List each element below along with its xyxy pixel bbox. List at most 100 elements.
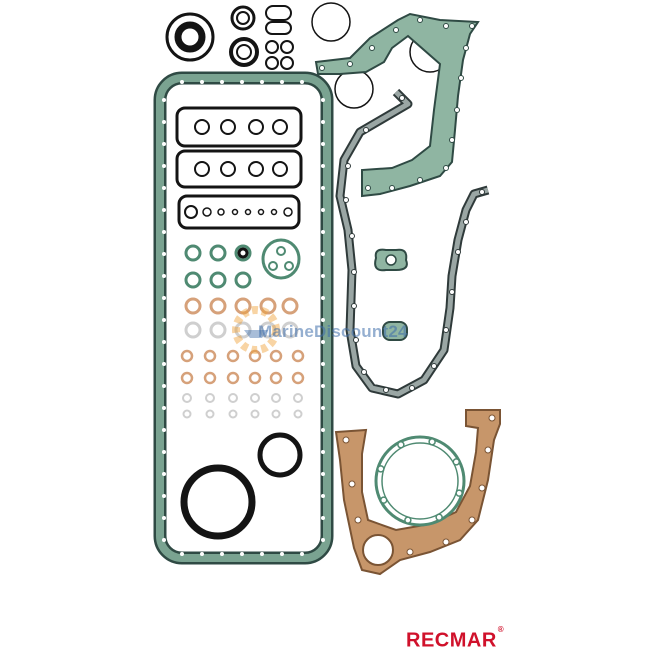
- green-oring: [234, 244, 252, 262]
- oval-flange-gasket: [261, 238, 301, 280]
- bolt-hole: [321, 274, 325, 278]
- bolt-hole: [393, 27, 399, 33]
- oring-large-top: [311, 2, 351, 42]
- bolt-hole: [200, 80, 204, 84]
- brand-logo: RECMAR®: [406, 625, 505, 652]
- copper-washer: [291, 371, 305, 385]
- bolt-hole: [452, 458, 461, 466]
- bolt-hole: [351, 269, 357, 275]
- bolt-hole: [369, 45, 375, 51]
- bolt-hole: [180, 552, 184, 556]
- bolt-hole: [162, 296, 166, 300]
- copper-washer: [248, 371, 262, 385]
- bolt-hole: [463, 219, 469, 225]
- rear-cover-gasket: [334, 409, 501, 576]
- copper-washer: [269, 349, 283, 363]
- aluminium-ring: [259, 321, 277, 339]
- water-pump-gasket: [374, 435, 466, 527]
- bolt-hole: [343, 197, 349, 203]
- copper-washer: [269, 371, 283, 385]
- copper-washer: [203, 371, 217, 385]
- alu-washer: [250, 393, 260, 403]
- bolt-hole: [463, 45, 469, 51]
- alu-washer: [271, 393, 281, 403]
- bolt-hole: [321, 340, 325, 344]
- top-seals: [165, 2, 451, 109]
- bolt-hole: [443, 23, 449, 29]
- bolt-hole: [455, 249, 461, 255]
- alu-washer: [205, 409, 215, 419]
- bolt-hole: [162, 208, 166, 212]
- timing-cover-gasket-upper: [314, 12, 480, 198]
- bolt-hole: [345, 163, 351, 169]
- alu-washer: [293, 409, 303, 419]
- small-gasket-top-2: [265, 21, 292, 35]
- bolt-hole: [162, 516, 166, 520]
- bolt-hole: [406, 548, 414, 556]
- bolt-hole: [240, 80, 244, 84]
- bolt-hole: [379, 496, 388, 504]
- bolt-hole: [321, 384, 325, 388]
- bolt-hole: [363, 127, 369, 133]
- oring-large-mid: [334, 69, 374, 109]
- bolt-hole: [162, 164, 166, 168]
- bolt-hole: [162, 406, 166, 410]
- oring-top-mid: [230, 5, 256, 31]
- bolt-hole: [347, 61, 353, 67]
- bolt-hole: [342, 436, 350, 444]
- bolt-hole: [479, 189, 485, 195]
- bolt-hole: [321, 450, 325, 454]
- bolt-hole: [162, 120, 166, 124]
- rocker-gasket-2: [175, 149, 303, 189]
- bolt-hole: [260, 552, 264, 556]
- aluminium-ring: [184, 321, 202, 339]
- bolt-hole: [449, 137, 455, 143]
- bolt-hole: [469, 23, 475, 29]
- sealing-rings-grid: [180, 244, 305, 419]
- bolt-hole: [321, 472, 325, 476]
- registered-mark: ®: [497, 625, 505, 634]
- bolt-hole: [431, 363, 437, 369]
- bolt-hole: [348, 480, 356, 488]
- bolt-hole: [321, 252, 325, 256]
- bolt-hole: [454, 107, 460, 113]
- aluminium-ring: [234, 321, 252, 339]
- bolt-hole: [488, 414, 496, 422]
- crankshaft-seals: [180, 432, 303, 540]
- front-main-seal: [257, 432, 303, 478]
- oil-seal-top-left: [174, 21, 206, 53]
- bolt-hole: [162, 362, 166, 366]
- bolt-hole: [442, 538, 450, 546]
- copper-ring: [184, 297, 202, 315]
- bolt-hole: [321, 362, 325, 366]
- bolt-hole: [162, 538, 166, 542]
- bolt-hole: [280, 80, 284, 84]
- bolt-hole: [162, 494, 166, 498]
- small-oring-2: [280, 40, 294, 54]
- small-flange-gasket: [382, 321, 408, 341]
- bolt-hole: [162, 230, 166, 234]
- copper-washer: [226, 371, 240, 385]
- bolt-hole: [377, 465, 385, 473]
- green-oring: [209, 271, 227, 289]
- alu-washer: [182, 393, 192, 403]
- manifold-gasket: [177, 194, 301, 230]
- brand-text: RECMAR: [406, 629, 497, 652]
- copper-ring: [281, 297, 299, 315]
- bolt-hole: [478, 484, 486, 492]
- bolt-hole: [162, 340, 166, 344]
- watermark-text: MarineDiscount24: [258, 322, 408, 341]
- green-oring: [184, 244, 202, 262]
- bolt-hole: [349, 233, 355, 239]
- bolt-hole: [321, 186, 325, 190]
- bolt-hole: [162, 472, 166, 476]
- bolt-hole: [300, 80, 304, 84]
- alu-washer: [293, 393, 303, 403]
- oil-pan-bolt-holes: [162, 80, 325, 556]
- bolt-hole: [321, 142, 325, 146]
- alu-washer: [182, 409, 192, 419]
- alu-washer: [205, 393, 215, 403]
- black-oring: [237, 247, 249, 259]
- bolt-hole: [417, 17, 423, 23]
